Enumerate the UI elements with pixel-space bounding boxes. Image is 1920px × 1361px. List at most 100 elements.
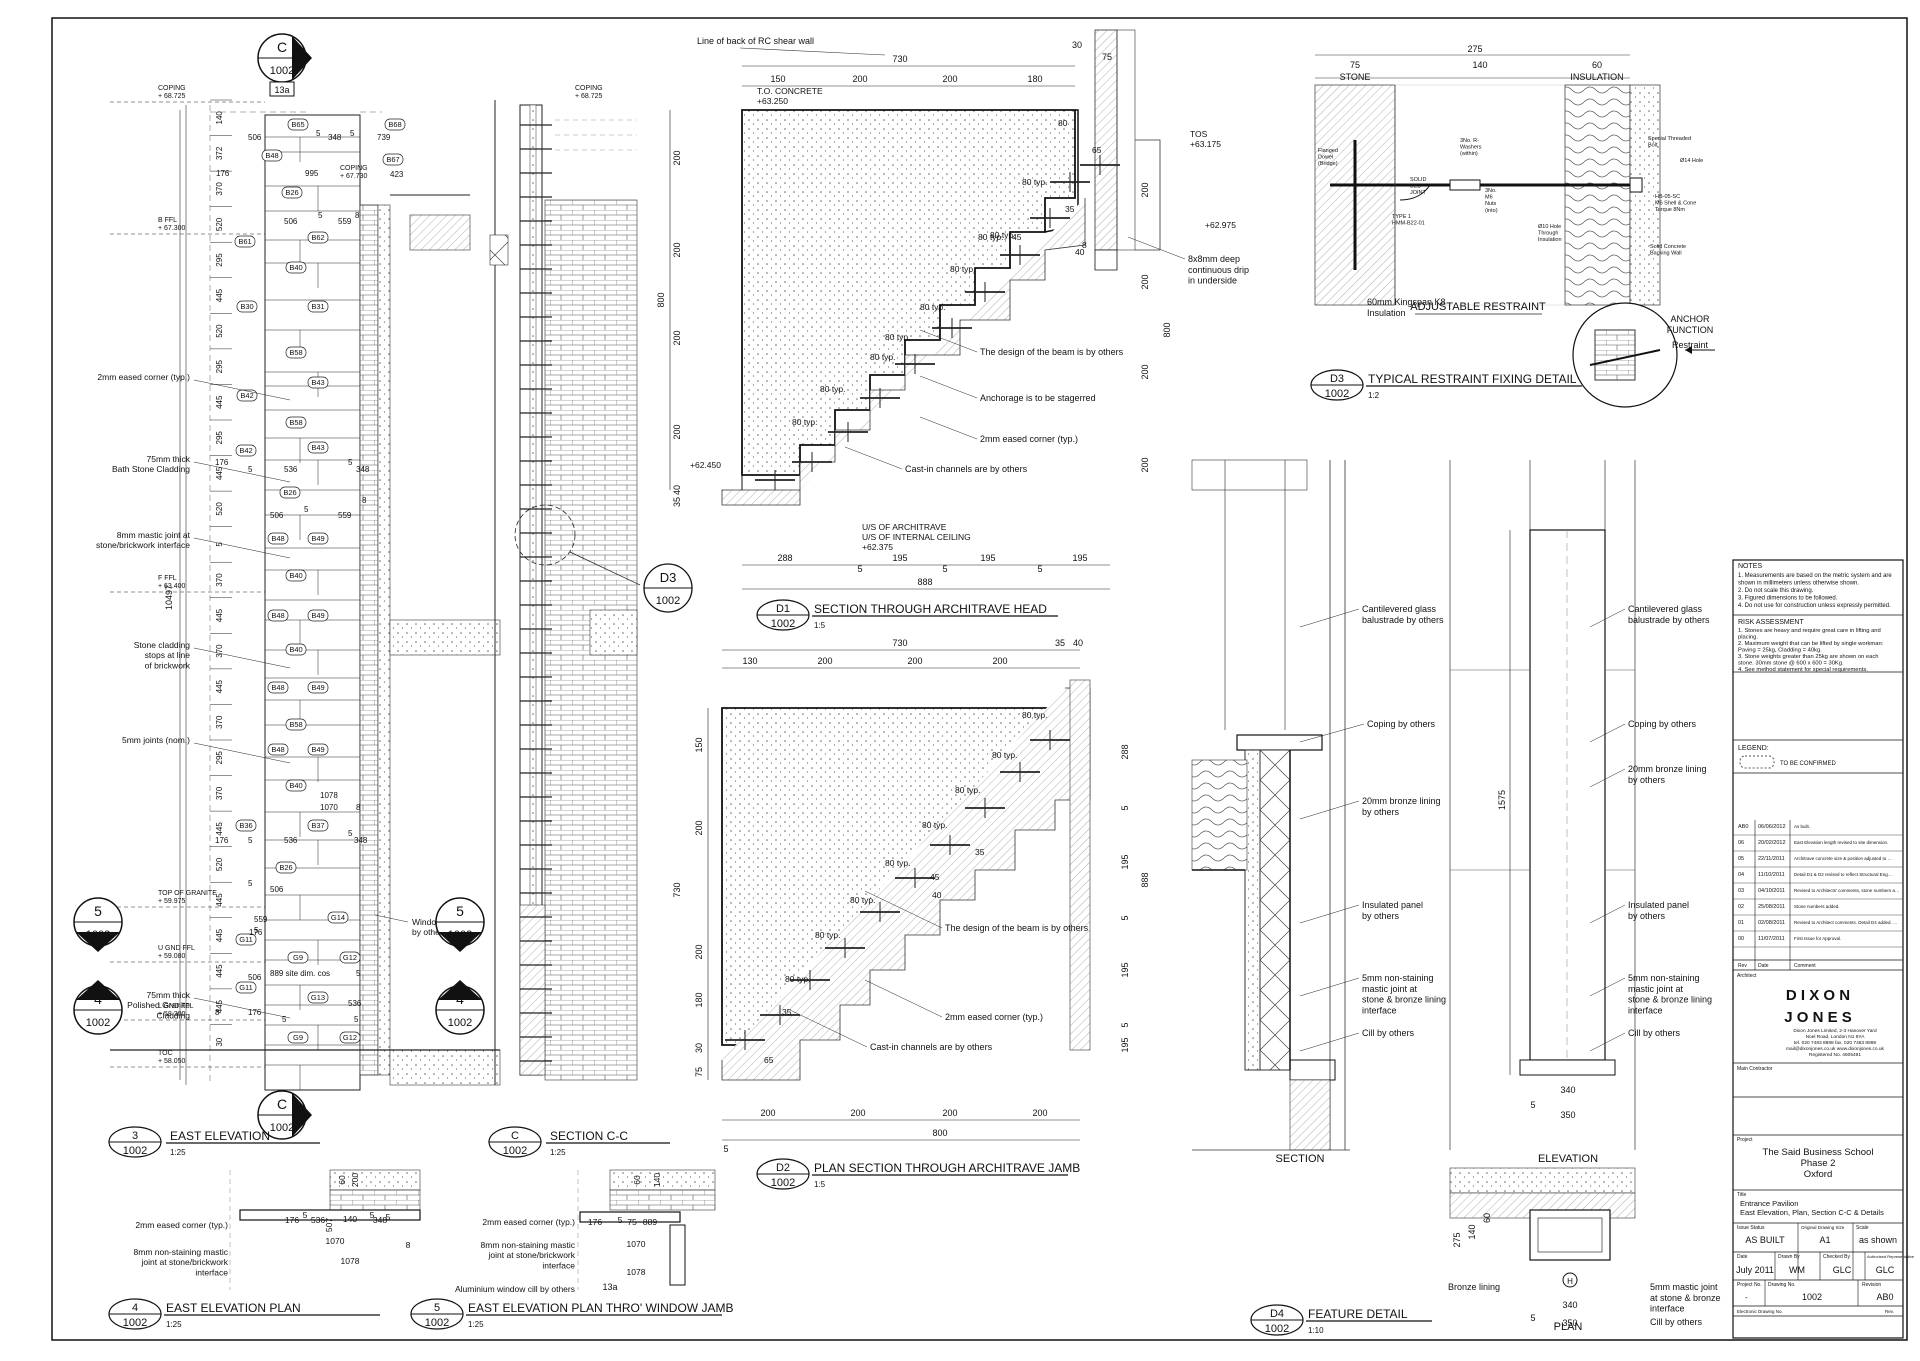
rev-comment: Architrave concrete size & position adju… [1794, 856, 1892, 861]
row-dim: 5 [318, 211, 323, 220]
stone-tag: G9 [287, 951, 309, 964]
risk-heading: RISK ASSESSMENT [1738, 619, 1804, 626]
row-dim: 739 [377, 133, 391, 142]
stone-tag-label: B43 [311, 378, 324, 387]
architect-name: J O N E S [1784, 1009, 1852, 1026]
dim: 5 [618, 1215, 623, 1225]
section-mark-c-top[interactable]: C 1002 13a [257, 33, 312, 97]
stone-tag: G14 [327, 911, 349, 924]
view-scale: 1:5 [814, 621, 826, 630]
leader [1299, 1032, 1360, 1052]
field-label: Electronic Drawing No. [1737, 1309, 1783, 1314]
section-mark-5-right[interactable]: 5 1002 [435, 897, 485, 952]
stone-tag-label: B58 [289, 348, 302, 357]
level-value: + 58.050 [158, 1058, 186, 1065]
rev-comment: Revised to Architects' comments, stone n… [1794, 888, 1899, 893]
step-dim: 65 [1092, 145, 1102, 155]
field-label: Drawn By [1778, 1254, 1800, 1260]
leader [919, 329, 978, 353]
stone-tag-label: G13 [311, 993, 325, 1002]
dim: 180 [694, 992, 704, 1007]
rev-date: 20/02/2012 [1758, 840, 1786, 846]
detail-mark-d3[interactable]: D3 1002 [643, 563, 693, 613]
dim: 200 [672, 330, 682, 345]
leader [1589, 768, 1626, 788]
stone-tag-label: B48 [265, 151, 278, 160]
dim: 35 [672, 497, 682, 507]
dim: 200 [350, 1173, 360, 1187]
field-label: Revision [1862, 1282, 1881, 1288]
dim: 200 [817, 656, 832, 666]
dim: 5 [857, 564, 862, 574]
row-dim: 506 [270, 885, 284, 894]
step-dim: 80 typ. [955, 785, 981, 795]
stone-tag-label: B42 [239, 446, 252, 455]
row-dim: 536 [284, 465, 298, 474]
level-name: T.O. CONCRETE [757, 86, 823, 96]
view-sheet: 1002 [1325, 388, 1349, 400]
rev-date: 11/10/2011 [1758, 872, 1785, 878]
section-mark-5-left[interactable]: 5 1002 [73, 897, 123, 952]
dim: 340 [1562, 1300, 1577, 1310]
level-name: COPING [158, 85, 186, 92]
rev-comment: Revised to Architect comments. Detail D4… [1794, 920, 1898, 925]
section-mark-sheet: 1002 [86, 929, 110, 941]
view-title-plan5: 5 1002 EAST ELEVATION PLAN THRO' WINDOW … [410, 1298, 733, 1330]
stone-tag: G13 [307, 991, 329, 1004]
view-title-d2: D2 1002 PLAN SECTION THROUGH ARCHITRAVE … [756, 1158, 1080, 1190]
dim: 75 [627, 1217, 637, 1227]
dim: 340 [1560, 1085, 1575, 1095]
rev-code: 01 [1738, 920, 1744, 926]
view-sheet: 1002 [771, 1177, 795, 1189]
row-dim: 5 [248, 879, 253, 888]
view-title: SECTION C-C [550, 1129, 628, 1143]
d1-view [721, 29, 1161, 506]
dim: 5 [723, 1144, 728, 1154]
vertical-dim: 520 [215, 324, 224, 338]
dim: 800 [656, 292, 666, 307]
row-dim: 8 [355, 211, 360, 220]
stone-tag: B48 [261, 149, 283, 162]
dim: 889 [643, 1217, 657, 1227]
rev-date: 22/11/2011 [1758, 856, 1785, 862]
dim: 507 [324, 1218, 334, 1232]
annotation: Bronze lining [1448, 1282, 1500, 1292]
section-mark-letter: C [277, 1096, 287, 1112]
row-dim: 506 [284, 217, 298, 226]
section-mark-c-bottom[interactable]: C 1002 [257, 1090, 312, 1140]
level-value: + 68.725 [158, 93, 186, 100]
dim: 536 [311, 1215, 325, 1225]
row-dim: 995 [305, 169, 319, 178]
ref-mark: 13a [602, 1282, 617, 1292]
stone-tag: B40 [285, 569, 307, 582]
legend-heading: LEGEND: [1738, 745, 1769, 752]
view-sheet: 1002 [425, 1317, 449, 1329]
dim: 130 [742, 656, 757, 666]
row-dim: 5 [248, 836, 253, 845]
dim: 200 [672, 242, 682, 257]
section-mark-4-left[interactable]: 4 1002 [73, 980, 123, 1035]
dim: 730 [892, 638, 907, 648]
dim: 200 [992, 656, 1007, 666]
annotation: Cast-in channels are by others [870, 1042, 993, 1052]
section-mark-4-right[interactable]: 4 1002 [435, 980, 485, 1035]
dim: 200 [907, 656, 922, 666]
stone-tag-label: B68 [388, 120, 401, 129]
dim: 30 [694, 1043, 704, 1053]
stone-tag: B31 [307, 300, 329, 313]
step-dim: 80 typ. [885, 332, 911, 342]
rev-code: 04 [1738, 872, 1744, 878]
view-sheet: 1002 [503, 1145, 527, 1157]
dim: 176 [588, 1217, 602, 1227]
rev-date: 02/08/2011 [1758, 920, 1785, 926]
row-dim: 889 site dim. cos [270, 969, 330, 978]
risk-line: 3. Stone weights greater than 25kg are s… [1738, 654, 1879, 660]
stone-tag-label: G12 [343, 1033, 357, 1042]
